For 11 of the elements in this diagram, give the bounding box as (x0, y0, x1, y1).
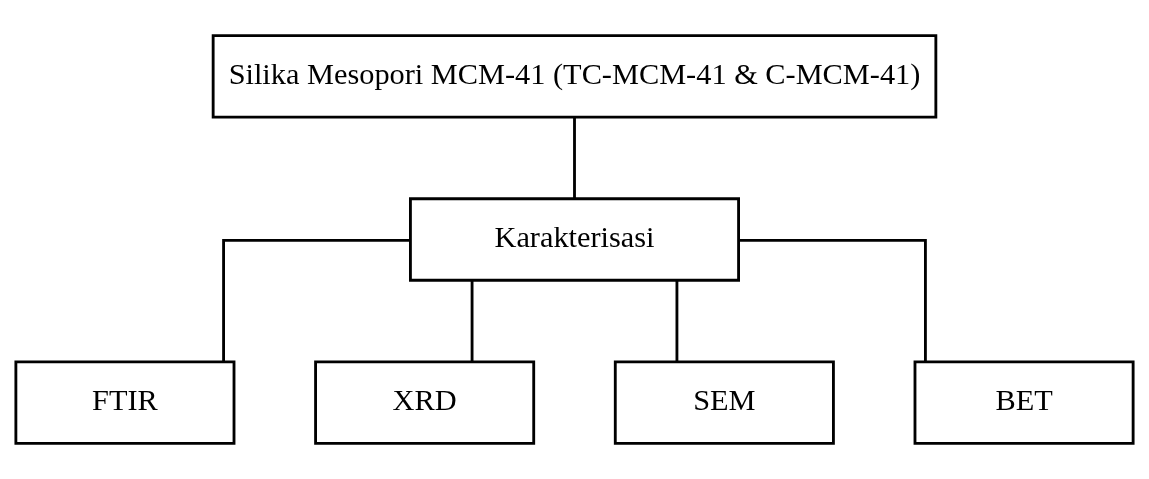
connector (470, 280, 474, 362)
node-box: Karakterisasi (409, 197, 740, 282)
node-box: BET (913, 360, 1135, 445)
connector (738, 239, 927, 362)
node-box: SEM (613, 360, 835, 445)
node-box: Silika Mesopori MCM-41 (TC-MCM-41 & C-MCM-41) (211, 34, 938, 119)
connector (222, 239, 411, 362)
node-box: FTIR (14, 360, 236, 445)
node-box: XRD (314, 360, 536, 445)
connector (675, 280, 679, 362)
connector (573, 117, 576, 199)
